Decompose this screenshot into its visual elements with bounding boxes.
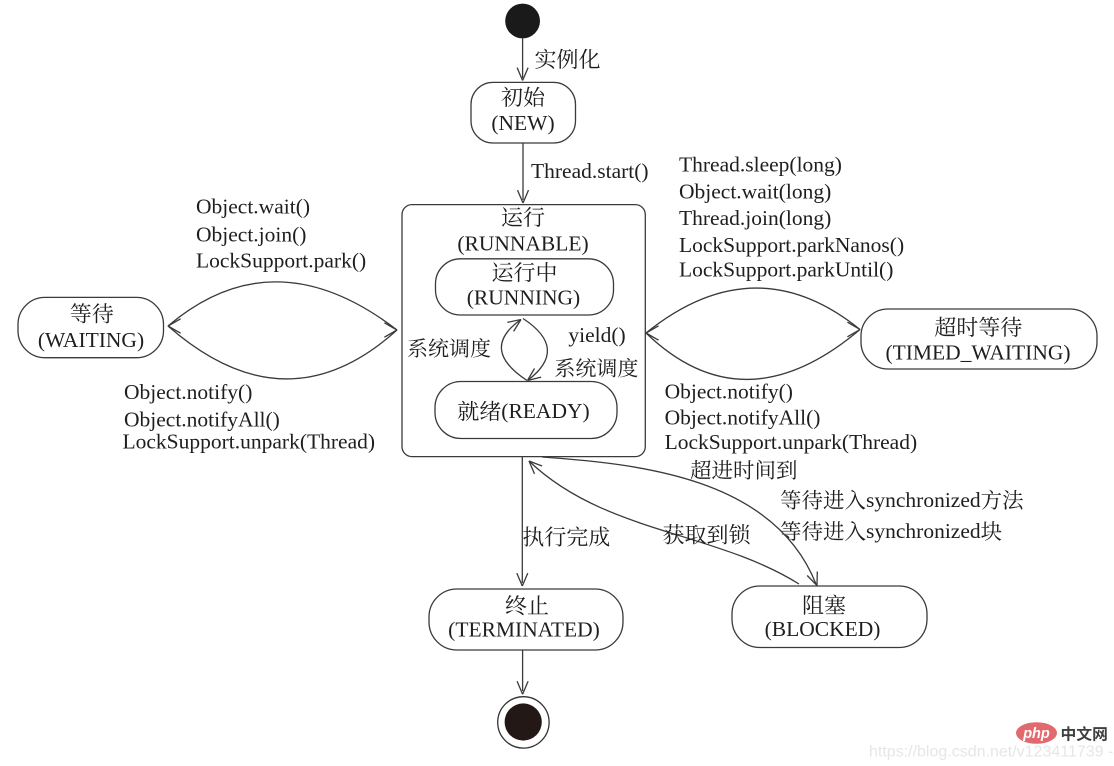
svg-text:(READY): (READY) xyxy=(501,399,589,423)
svg-text:synchronized: synchronized xyxy=(866,519,981,543)
svg-text:(TERMINATED): (TERMINATED) xyxy=(448,617,600,641)
svg-text:(RUNNING): (RUNNING) xyxy=(467,286,580,310)
svg-text:(BLOCKED): (BLOCKED) xyxy=(765,617,881,641)
svg-text:Object.notify(): Object.notify() xyxy=(665,380,793,404)
svg-text:https://blog.csdn.net/v1234117: https://blog.csdn.net/v123411739 - xyxy=(869,743,1113,760)
svg-text:php: php xyxy=(1022,726,1050,742)
svg-text:(TIMED_WAITING): (TIMED_WAITING) xyxy=(885,341,1070,365)
svg-text:LockSupport.unpark(Thread): LockSupport.unpark(Thread) xyxy=(123,430,376,454)
svg-text:Object.join(): Object.join() xyxy=(196,222,306,246)
svg-text:Object.wait(): Object.wait() xyxy=(196,195,310,219)
svg-text:Thread.sleep(long): Thread.sleep(long) xyxy=(679,153,842,177)
svg-text:(RUNNABLE): (RUNNABLE) xyxy=(457,231,588,255)
svg-text:Object.notifyAll(): Object.notifyAll() xyxy=(665,405,821,429)
svg-text:LockSupport.park(): LockSupport.park() xyxy=(196,248,366,272)
svg-text:Object.notifyAll(): Object.notifyAll() xyxy=(124,408,280,432)
svg-text:(NEW): (NEW) xyxy=(491,111,554,135)
svg-text:Thread.start(): Thread.start() xyxy=(531,159,649,183)
svg-text:Object.notify(): Object.notify() xyxy=(124,380,252,404)
svg-text:yield(): yield() xyxy=(568,323,625,347)
svg-text:Thread.join(long): Thread.join(long) xyxy=(679,206,831,230)
svg-text:synchronized: synchronized xyxy=(866,488,981,512)
svg-text:LockSupport.parkUntil(): LockSupport.parkUntil() xyxy=(679,258,893,282)
svg-text:LockSupport.parkNanos(): LockSupport.parkNanos() xyxy=(679,233,904,257)
svg-text:Object.wait(long): Object.wait(long) xyxy=(679,179,831,203)
svg-text:(WAITING): (WAITING) xyxy=(38,328,144,352)
svg-text:LockSupport.unpark(Thread): LockSupport.unpark(Thread) xyxy=(665,430,918,454)
